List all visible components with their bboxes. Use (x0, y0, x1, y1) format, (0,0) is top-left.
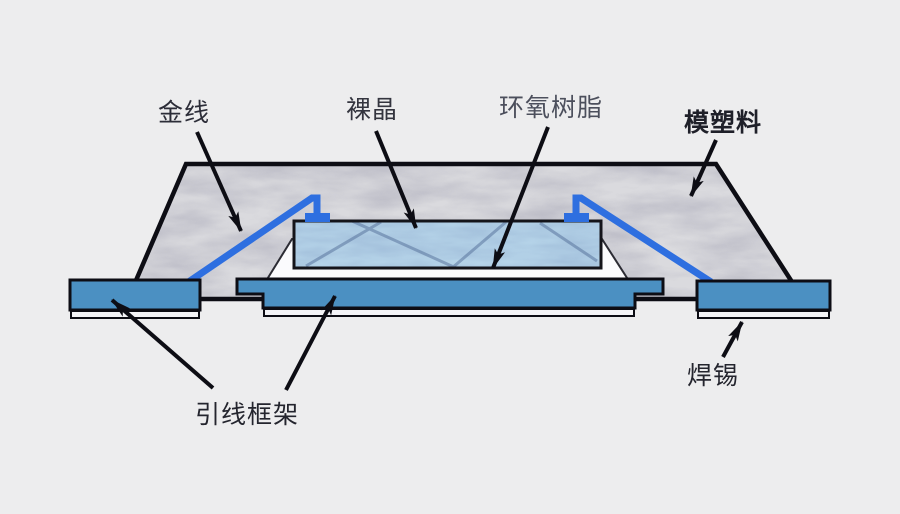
arrow-lead-frame-left (110, 298, 215, 390)
solder-layer-right (697, 310, 830, 319)
arrow-bare-die (374, 130, 418, 229)
molding-compound-label: 模塑料 (684, 109, 763, 137)
gold-wire-label: 金线 (158, 99, 211, 127)
solder-label: 焊锡 (687, 362, 740, 390)
lead-frame-left-lead (68, 278, 202, 319)
arrow-lead-frame-right (284, 295, 337, 391)
arrow-epoxy-resin (491, 126, 550, 269)
arrow-molding-compound (689, 139, 718, 197)
solder-layer-left (70, 310, 200, 319)
lead-frame-die-paddle (235, 277, 665, 317)
gold-wire-left-shape (182, 194, 330, 288)
arrow-gold-wire (195, 131, 243, 232)
lead-frame-label: 引线框架 (195, 401, 300, 429)
gold-wire-right-shape (564, 194, 713, 285)
epoxy-resin-label: 环氧树脂 (499, 94, 604, 122)
bare-die-shape (292, 219, 603, 270)
solder-layer-center (263, 308, 635, 317)
bare-die-label: 裸晶 (346, 96, 399, 124)
arrow-solder (721, 321, 744, 358)
lead-frame-right-lead (695, 279, 832, 319)
annotation-arrows (110, 126, 744, 391)
